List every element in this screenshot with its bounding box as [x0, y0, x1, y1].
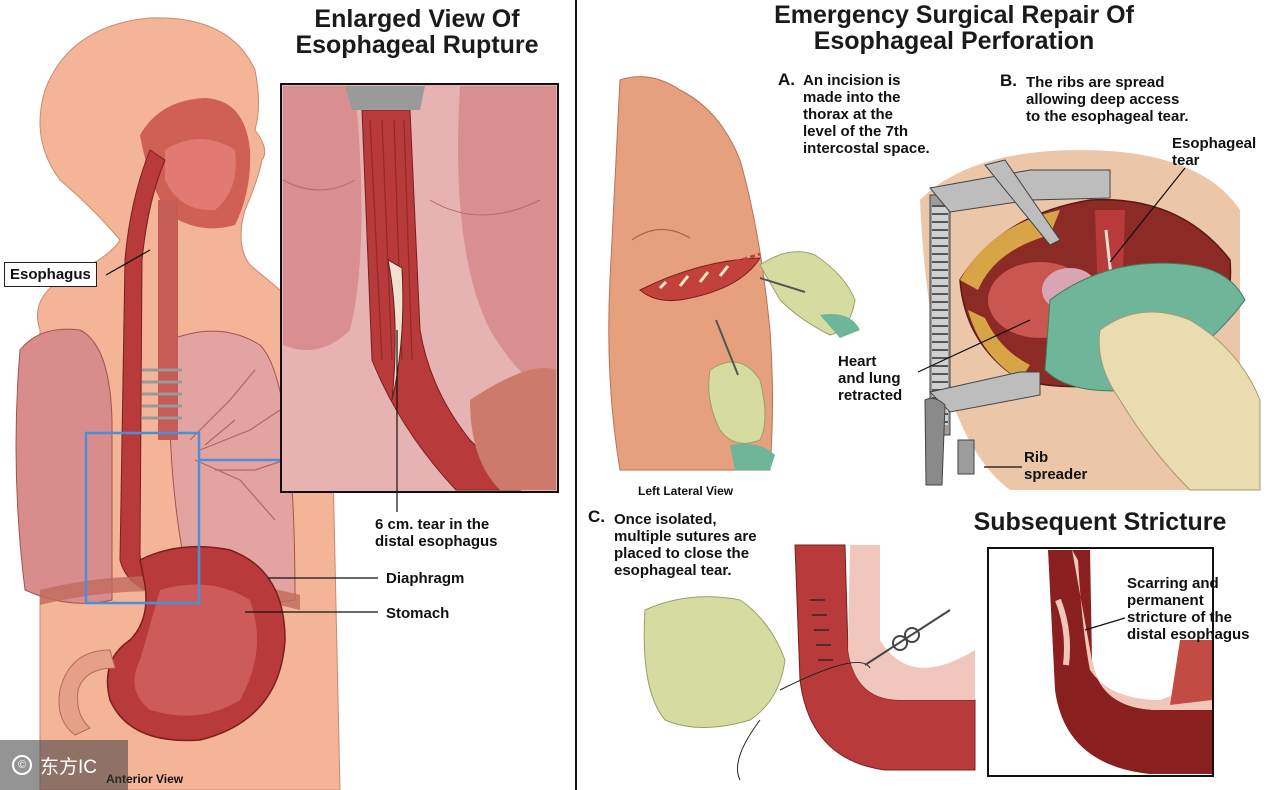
- step-c-letter: C.: [588, 507, 605, 526]
- stricture-pointer-line: [1084, 617, 1126, 631]
- left-title: Enlarged View Of Esophageal Rupture: [262, 6, 572, 59]
- stricture-inset: [987, 547, 1214, 777]
- rib-spreader-label: Rib spreader: [1024, 449, 1088, 483]
- enlarged-rupture-inset: [280, 83, 559, 493]
- rib-spreader-scene: [920, 150, 1261, 491]
- watermark-text: 东方IC: [40, 756, 98, 778]
- lateral-torso-figure: [608, 76, 860, 471]
- left-title-line1: Enlarged View Of: [314, 5, 520, 33]
- esophagus-label: Esophagus: [4, 262, 97, 287]
- right-title-line2: Esophageal Perforation: [813, 27, 1095, 56]
- left-pointer-lines: [105, 249, 398, 613]
- right-title-line1: Emergency Surgical Repair Of: [774, 1, 1134, 29]
- step-b-text: The ribs are spread allowing deep access…: [1026, 74, 1189, 125]
- anterior-torso-figure: [15, 17, 341, 790]
- step-c-text: Once isolated, multiple sutures are plac…: [614, 511, 757, 579]
- copyright-icon: ©: [12, 755, 32, 775]
- panel-divider: [575, 0, 577, 790]
- watermark: © 东方IC: [0, 740, 128, 790]
- left-title-line2: Esophageal Rupture: [295, 31, 539, 60]
- esophageal-tear-label: Esophageal tear: [1172, 135, 1257, 169]
- suturing-scene: [643, 544, 976, 781]
- step-a-text: An incision is made into the thorax at t…: [803, 72, 930, 157]
- left-lateral-view-caption: Left Lateral View: [638, 484, 734, 498]
- diaphragm-label: Diaphragm: [386, 570, 465, 587]
- right-pointer-lines: [917, 167, 1186, 468]
- tear-label: 6 cm. tear in the distal esophagus: [375, 516, 498, 550]
- stricture-label: Scarring and permanent stricture of the …: [1127, 575, 1250, 643]
- step-a-letter: A.: [778, 70, 795, 89]
- step-b-letter: B.: [1000, 71, 1017, 90]
- heart-lung-label: Heart and lung retracted: [838, 353, 903, 404]
- stomach-label: Stomach: [386, 605, 450, 622]
- right-title: Emergency Surgical Repair Of Esophageal …: [700, 2, 1208, 55]
- subsequent-stricture-title: Subsequent Stricture: [973, 508, 1227, 536]
